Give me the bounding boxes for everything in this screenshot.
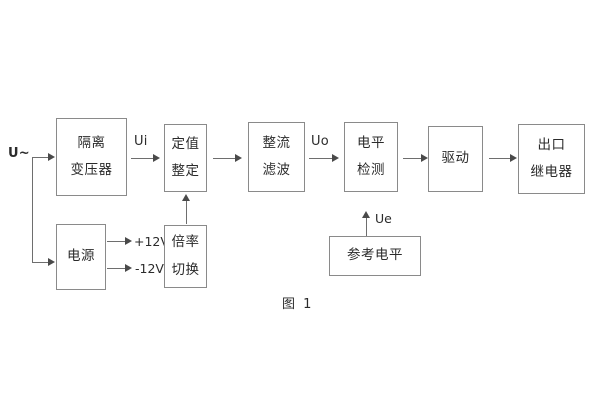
input-branch-bottom-arrowhead [48,258,55,266]
input-trunk-line [32,157,33,262]
ui-arrowhead [153,154,160,162]
rail-positive-label: +12V [134,234,169,249]
block-drive: 驱动 [428,126,483,192]
block-reference-level-line1: 参考电平 [347,247,403,264]
multiplier-to-setting-line [186,199,187,224]
figure-caption: 图 1 [282,297,314,312]
level-to-drive-arrowhead [421,154,428,162]
setting-to-rectify-line [213,158,236,159]
multiplier-to-setting-arrowhead [182,194,190,201]
input-voltage-label: U~ [8,146,30,161]
block-setting-value-line2: 整定 [171,163,200,179]
input-branch-top-line [32,157,49,158]
signal-ui-label: Ui [134,134,148,149]
uo-arrow-line [309,158,333,159]
block-drive-line1: 驱动 [441,150,470,167]
block-output-relay-line1: 出口 [537,136,566,153]
block-multiplier-switch: 倍率 切换 [164,225,207,288]
block-power-supply-line1: 电源 [67,248,95,265]
rail-negative-label: -12V [135,261,164,276]
block-isolation-transformer-line2: 变压器 [70,162,113,178]
rail-positive-line [107,241,126,242]
block-reference-level: 参考电平 [329,236,421,276]
block-isolation-transformer-line1: 隔离 [77,134,106,151]
block-rectify-filter: 整流 滤波 [248,122,305,192]
ue-arrowhead [362,211,370,218]
block-output-relay: 出口 继电器 [518,124,585,194]
input-branch-bottom-line [32,262,49,263]
uo-arrowhead [332,154,339,162]
block-level-detection-line1: 电平 [357,134,385,151]
block-output-relay-line2: 继电器 [530,164,573,180]
ue-arrow-line [366,216,367,236]
ui-arrow-line [131,158,154,159]
block-multiplier-switch-line1: 倍率 [171,234,200,250]
block-level-detection: 电平 检测 [344,122,398,192]
block-setting-value-line1: 定值 [171,135,200,152]
block-level-detection-line2: 检测 [357,162,385,178]
block-multiplier-switch-line2: 切换 [171,261,200,278]
block-rectify-filter-line1: 整流 [262,134,291,151]
block-power-supply: 电源 [56,224,106,290]
signal-uo-label: Uo [311,134,329,149]
block-isolation-transformer: 隔离 变压器 [56,118,127,196]
setting-to-rectify-arrowhead [235,154,242,162]
rail-positive-arrowhead [125,237,132,245]
level-to-drive-line [403,158,422,159]
block-rectify-filter-line2: 滤波 [262,162,291,178]
rail-negative-line [107,268,126,269]
drive-to-relay-arrowhead [510,154,517,162]
rail-negative-arrowhead [125,264,132,272]
signal-ue-label: Ue [375,211,392,226]
drive-to-relay-line [489,158,511,159]
input-branch-top-arrowhead [48,153,55,161]
block-setting-value: 定值 整定 [164,124,207,192]
